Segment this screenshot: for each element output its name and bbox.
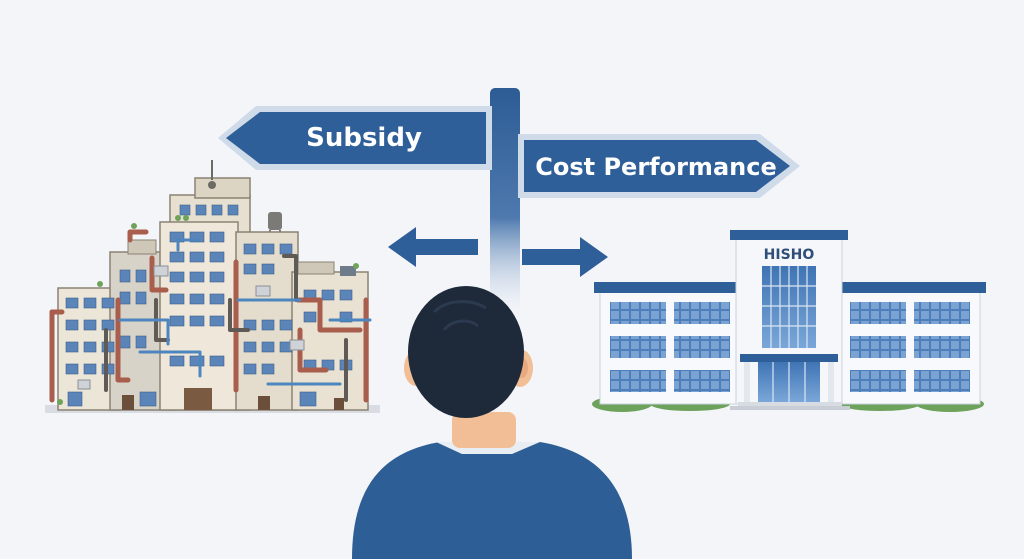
signpost-pole	[490, 88, 520, 323]
person-shirt	[352, 442, 632, 559]
old-buildings-cluster	[45, 160, 380, 413]
sign-subsidy-label: Subsidy	[306, 123, 422, 153]
building-name-label: HISHO	[764, 247, 815, 263]
person-figure	[352, 286, 632, 559]
building-windows-left	[610, 302, 730, 392]
signpost: Subsidy Cost Performance	[218, 88, 800, 323]
sign-cost-performance: Cost Performance	[518, 134, 800, 198]
person-hair	[408, 286, 524, 418]
building-windows-right	[850, 302, 970, 392]
sign-subsidy: Subsidy	[218, 106, 492, 170]
arrow-right-icon	[522, 237, 608, 277]
modern-building: HISHO	[592, 230, 986, 412]
arrow-left-icon	[388, 227, 478, 267]
sign-cost-performance-label: Cost Performance	[535, 153, 776, 181]
